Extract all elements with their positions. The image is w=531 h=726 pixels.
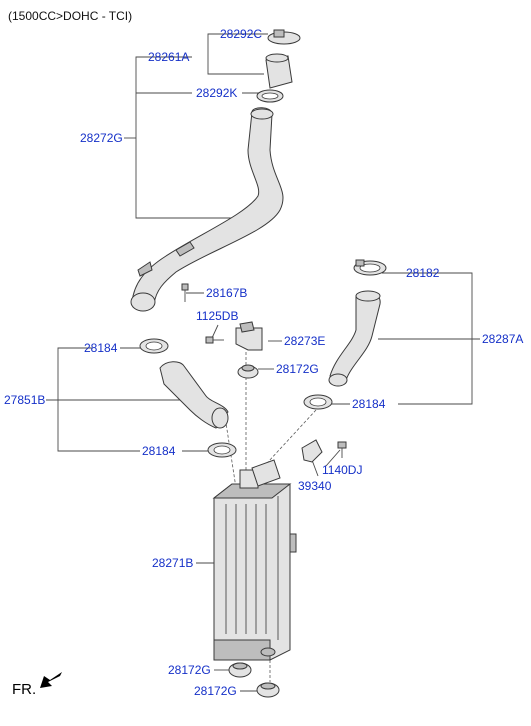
label-28272G[interactable]: 28272G (80, 131, 123, 145)
label-28292C[interactable]: 28292C (220, 27, 262, 41)
clamp-28292K (256, 89, 284, 103)
label-28172G-lower-1[interactable]: 28172G (168, 663, 211, 677)
label-39340[interactable]: 39340 (298, 479, 332, 493)
mount-28172G-mid (237, 364, 259, 379)
label-28172G-lower-2[interactable]: 28172G (194, 684, 237, 698)
engine-spec-header: (1500CC>DOHC - TCI) (8, 9, 132, 23)
clamp-28184-left-bottom (207, 442, 237, 458)
label-28273E[interactable]: 28273E (284, 334, 325, 348)
hose-27851B (159, 361, 229, 429)
pipe-28272G-top-end (250, 108, 274, 120)
bolt-1125DB (205, 336, 224, 344)
clamp-28184-right (303, 394, 333, 410)
label-28172G-mid[interactable]: 28172G (276, 362, 319, 376)
label-27851B[interactable]: 27851B (4, 393, 45, 407)
pipe-28272G-bottom-end (130, 292, 156, 312)
bracket-28273E (235, 321, 263, 351)
clamp-28182 (353, 259, 387, 276)
mount-28172G-lower-1 (228, 662, 252, 678)
intercooler-28271B (212, 459, 297, 661)
hose-27851B-end (211, 407, 229, 429)
clamp-28292C (267, 29, 301, 45)
clamp-28184-left-top (139, 338, 169, 354)
label-1125DB[interactable]: 1125DB (196, 309, 238, 323)
label-28184-left-bottom[interactable]: 28184 (142, 444, 176, 458)
front-arrow-icon (40, 672, 62, 688)
bolt-1140DJ (337, 441, 347, 458)
label-28184-left-top[interactable]: 28184 (84, 341, 118, 355)
pipe-28272G (131, 107, 284, 305)
label-28182[interactable]: 28182 (406, 266, 440, 280)
bolt-28167B (181, 283, 189, 302)
leader-lines (46, 33, 480, 692)
mount-28172G-lower-2 (256, 682, 280, 698)
label-28287A[interactable]: 28287A (482, 332, 523, 346)
label-1140DJ[interactable]: 1140DJ (322, 463, 362, 477)
label-28167B[interactable]: 28167B (206, 286, 247, 300)
label-28271B[interactable]: 28271B (152, 556, 193, 570)
hose-28261A-end (265, 53, 289, 63)
label-28292K[interactable]: 28292K (196, 86, 237, 100)
hose-28287A-top (355, 290, 381, 302)
sensor-39340 (301, 439, 323, 463)
hose-28287A-bottom (328, 373, 348, 387)
hose-28287A (329, 292, 381, 381)
label-28261A[interactable]: 28261A (148, 50, 189, 64)
pipe-28272G-bracket-lower (137, 261, 153, 277)
label-28184-right[interactable]: 28184 (352, 397, 386, 411)
front-marker-label: FR. (12, 681, 36, 698)
pipe-28272G-bracket (175, 241, 195, 257)
